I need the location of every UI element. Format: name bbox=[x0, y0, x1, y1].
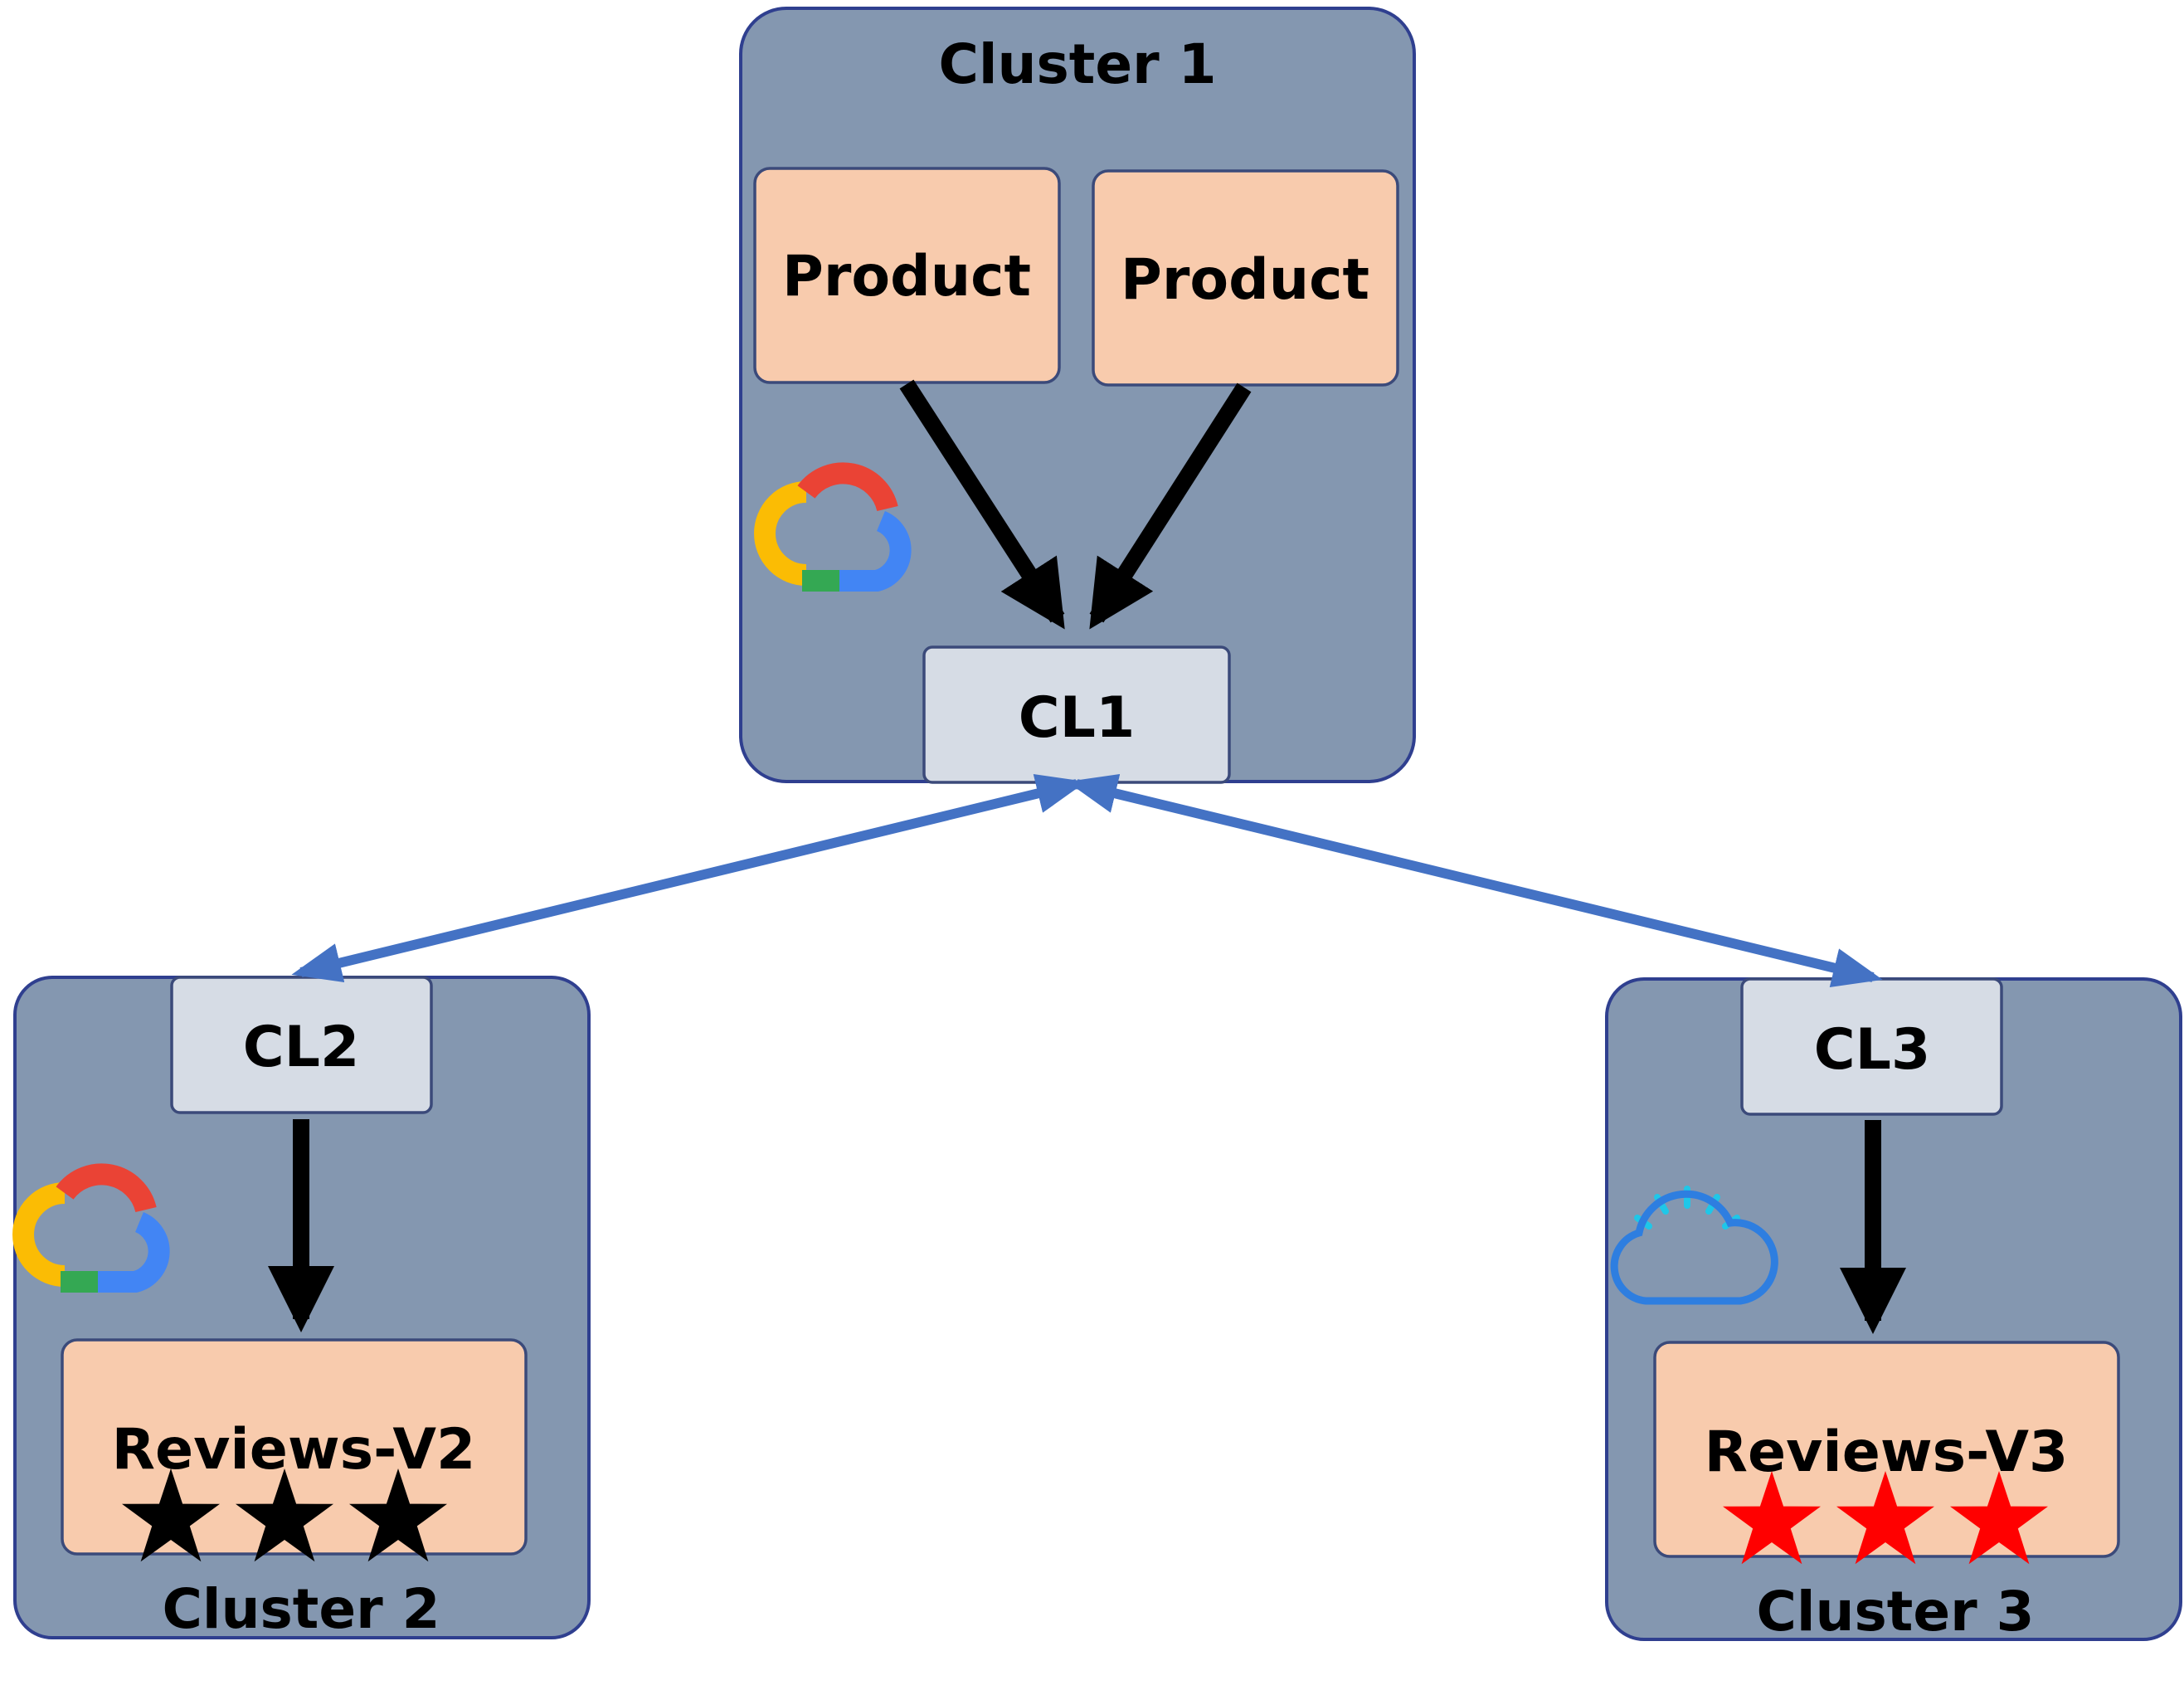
product-label-1: Product bbox=[782, 244, 1031, 309]
flow-arrow-product2-to-cl1 bbox=[1089, 382, 1252, 630]
gateway-cl3-label: CL3 bbox=[1814, 1017, 1931, 1083]
reviews-v2-rating bbox=[122, 1468, 447, 1562]
cluster-2: CL2 Reviews-V2 Cluster 2 bbox=[12, 976, 591, 1641]
cluster-1-title: Cluster 1 bbox=[938, 32, 1216, 96]
reviews-v2-service[interactable]: Reviews-V2 bbox=[61, 1338, 528, 1562]
reviews-v2-label: Reviews-V2 bbox=[112, 1417, 476, 1483]
link-cl1-cl3 bbox=[1067, 773, 1883, 988]
cluster-2-title: Cluster 2 bbox=[162, 1577, 440, 1641]
product-box-1[interactable] bbox=[753, 167, 1061, 384]
reviews-v3-rating bbox=[1723, 1471, 2048, 1565]
product-service-2[interactable]: Product bbox=[1092, 169, 1399, 387]
reviews-v2-star-1 bbox=[122, 1468, 220, 1562]
reviews-v3-service[interactable]: Reviews-V3 bbox=[1653, 1341, 2120, 1565]
gateway-cl2[interactable]: CL2 bbox=[170, 976, 433, 1114]
cluster-3: CL3 Reviews-V3 Cluster 3 bbox=[1605, 977, 2182, 1644]
gateway-cl2-label: CL2 bbox=[243, 1015, 360, 1080]
flow-arrow-product1-to-cl1 bbox=[899, 379, 1065, 630]
gateway-cl1-label: CL1 bbox=[1019, 685, 1136, 751]
link-cl1-cl2 bbox=[291, 774, 1087, 982]
reviews-v2-star-3 bbox=[349, 1468, 447, 1562]
product-box-2[interactable] bbox=[1092, 169, 1399, 387]
gateway-cl3[interactable]: CL3 bbox=[1740, 977, 2003, 1116]
reviews-v3-star-1 bbox=[1723, 1471, 1821, 1565]
ibm-cloud-icon bbox=[1610, 1186, 1778, 1305]
cluster-3-title: Cluster 3 bbox=[1756, 1580, 2034, 1644]
reviews-v3-star-2 bbox=[1836, 1471, 1934, 1565]
cluster-1: Cluster 1 Product Product CL1 bbox=[739, 7, 1416, 784]
google-cloud-icon bbox=[754, 462, 912, 592]
reviews-v2-star-2 bbox=[236, 1468, 333, 1562]
reviews-v3-star-3 bbox=[1950, 1471, 2048, 1565]
product-service-1[interactable]: Product bbox=[753, 167, 1061, 384]
product-label-2: Product bbox=[1121, 247, 1369, 313]
google-cloud-icon bbox=[12, 1163, 170, 1293]
gateway-cl1[interactable]: CL1 bbox=[922, 645, 1231, 784]
